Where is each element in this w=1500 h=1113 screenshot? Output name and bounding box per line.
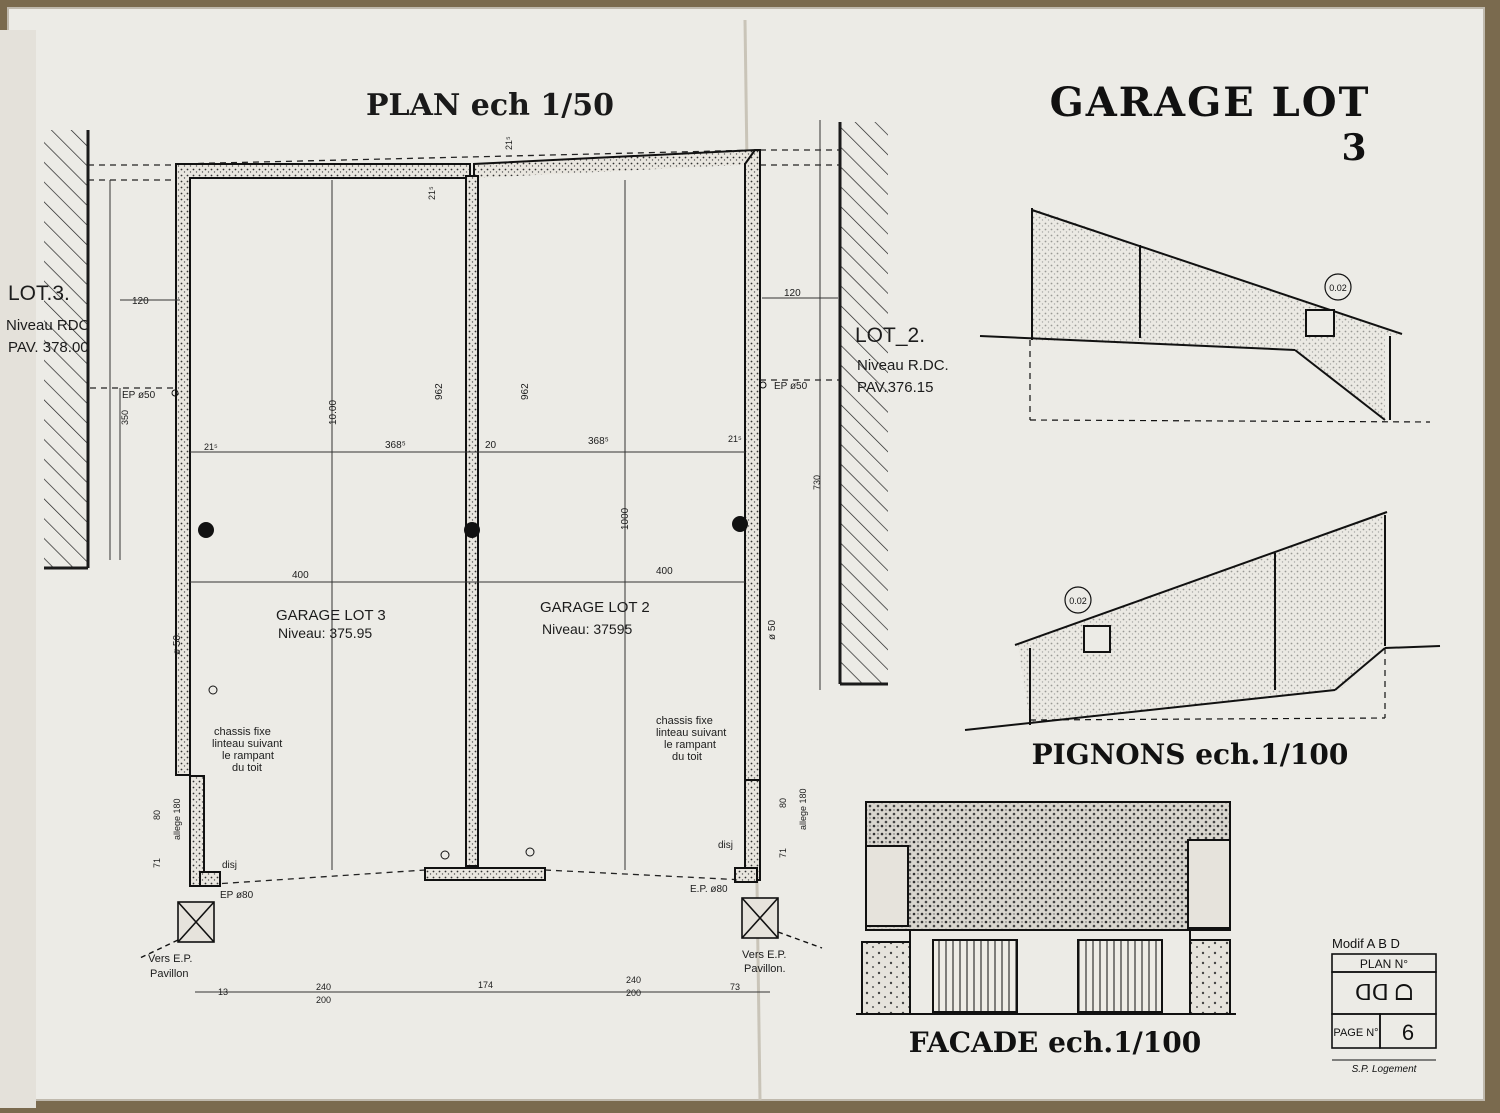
ep-arrows [139,931,823,959]
dim-50-right: ø 50 [767,620,778,640]
vers-left-line2: Pavillon [150,968,189,980]
disj-right: disj [718,840,733,851]
garage3-level: Niveau: 375.95 [278,625,372,641]
chassis-note-left: chassis fixe linteau suivant le rampant … [212,726,282,774]
bottom-dim: 240 [316,982,331,992]
modif-label: Modif A B D [1332,936,1400,951]
gable1-vent-label: 0.02 [1329,283,1347,293]
bottom-dimensions: 13 240 200 174 240 200 73 [218,975,740,1005]
bottom-dim: 200 [316,995,331,1005]
lot2-pav: PAV.376.15 [857,379,933,396]
dim-top-wall: 21⁵ [504,136,514,150]
gable2-vent-label: 0.02 [1069,596,1087,606]
dim-350: 350 [120,410,130,425]
lot3-wall-hatch [44,130,88,568]
dim-1000-right: 1000 [620,507,631,530]
ep-boxes [177,897,779,943]
page-number: 6 [1402,1020,1414,1045]
chassis-right-line: du toit [672,751,702,763]
dim-400-right: 400 [656,566,673,577]
facade-title: FACADE ech.1/100 [909,1026,1201,1059]
chassis-note-right: chassis fixe linteau suivant le rampant … [656,715,726,763]
dim-962-right: 962 [520,383,531,400]
lot2-label: LOT_2. [855,324,925,347]
dim-730: 730 [812,475,822,490]
lot3-pav: PAV. 378.00 [8,339,89,356]
dim-80-left: 80 [152,810,162,820]
plan-dashed-lines [88,149,840,886]
plan-grid-lines [109,120,838,870]
dim-side-left: 120 [132,296,149,307]
disj-left: disj [222,860,237,871]
facade-elevation [856,801,1236,1015]
chassis-left-line: du toit [232,762,262,774]
chassis-right-line: le rampant [664,739,716,751]
dim-80-right: 80 [778,798,788,808]
door-swing-marks [171,381,767,860]
plan-title: PLAN ech 1/50 [366,88,614,123]
garage3-name: GARAGE LOT 3 [276,607,386,624]
lot2-wall-hatch [840,122,888,684]
gable-elevation-2 [964,511,1441,731]
chassis-left-line: le rampant [222,750,274,762]
bottom-dim: 13 [218,987,228,997]
dim-21-left: 21⁵ [204,442,218,452]
dim-21-inner: 21⁵ [427,186,437,200]
ep80-left: EP ø80 [220,890,254,901]
sheet-title: GARAGE LOT [1050,79,1371,126]
vers-left-line1: Vers E.P. [148,953,192,965]
dim-20: 20 [485,440,497,451]
chassis-right-line: chassis fixe [656,715,713,727]
plan-number-label: PLAN N° [1360,957,1408,971]
bottom-dim: 200 [626,988,641,998]
dim-50-left: ø 50 [172,635,183,655]
page-label: PAGE N° [1333,1027,1378,1039]
pignons-title: PIGNONS ech.1/100 [1032,738,1349,771]
garage-walls [175,148,761,887]
chassis-left-line: chassis fixe [214,726,271,738]
bottom-dim: 73 [730,982,740,992]
plan-labels: LOT.3. Niveau RDC PAV. 378.00 LOT_2. Niv… [6,136,949,1005]
dim-allege-left: allege 180 [172,798,182,840]
lot3-level: Niveau RDC [6,317,90,334]
dim-1000-left: 10.00 [328,400,339,425]
dim-368-right: 368⁵ [588,436,609,447]
lot2-level: Niveau R.DC. [857,357,949,374]
dim-side-right: 120 [784,288,801,299]
dim-71-left: 71 [152,858,162,868]
garage2-level: Niveau: 37595 [542,621,633,637]
lot3-label: LOT.3. [8,282,70,305]
vers-right-line1: Vers E.P. [742,949,786,961]
bottom-dim: 174 [478,980,493,990]
dim-400-left: 400 [292,570,309,581]
left-page-edge [0,30,36,1108]
dim-allege-right: allege 180 [798,788,808,830]
dim-71-right: 71 [778,848,788,858]
dim-ep-left: EP ø50 [122,390,156,401]
sheet-lot-number: 3 [1341,127,1366,169]
dim-962-left: 962 [434,383,445,400]
chassis-right-line: linteau suivant [656,727,726,739]
signature: S.P. Logement [1352,1064,1418,1075]
dim-368-left: 368⁵ [385,440,406,451]
plan-number-code: ᗡᗡ ᗝ [1355,980,1413,1005]
dim-21-right: 21⁵ [728,434,742,444]
bottom-dim: 240 [626,975,641,985]
vers-right-line2: Pavillon. [744,963,786,975]
title-block [1331,953,1437,1049]
garage2-name: GARAGE LOT 2 [540,599,650,616]
ep80-right: E.P. ø80 [690,884,728,895]
dim-ep-right: EP ø50 [774,381,808,392]
chassis-left-line: linteau suivant [212,738,282,750]
gable-elevation-1 [979,208,1431,423]
